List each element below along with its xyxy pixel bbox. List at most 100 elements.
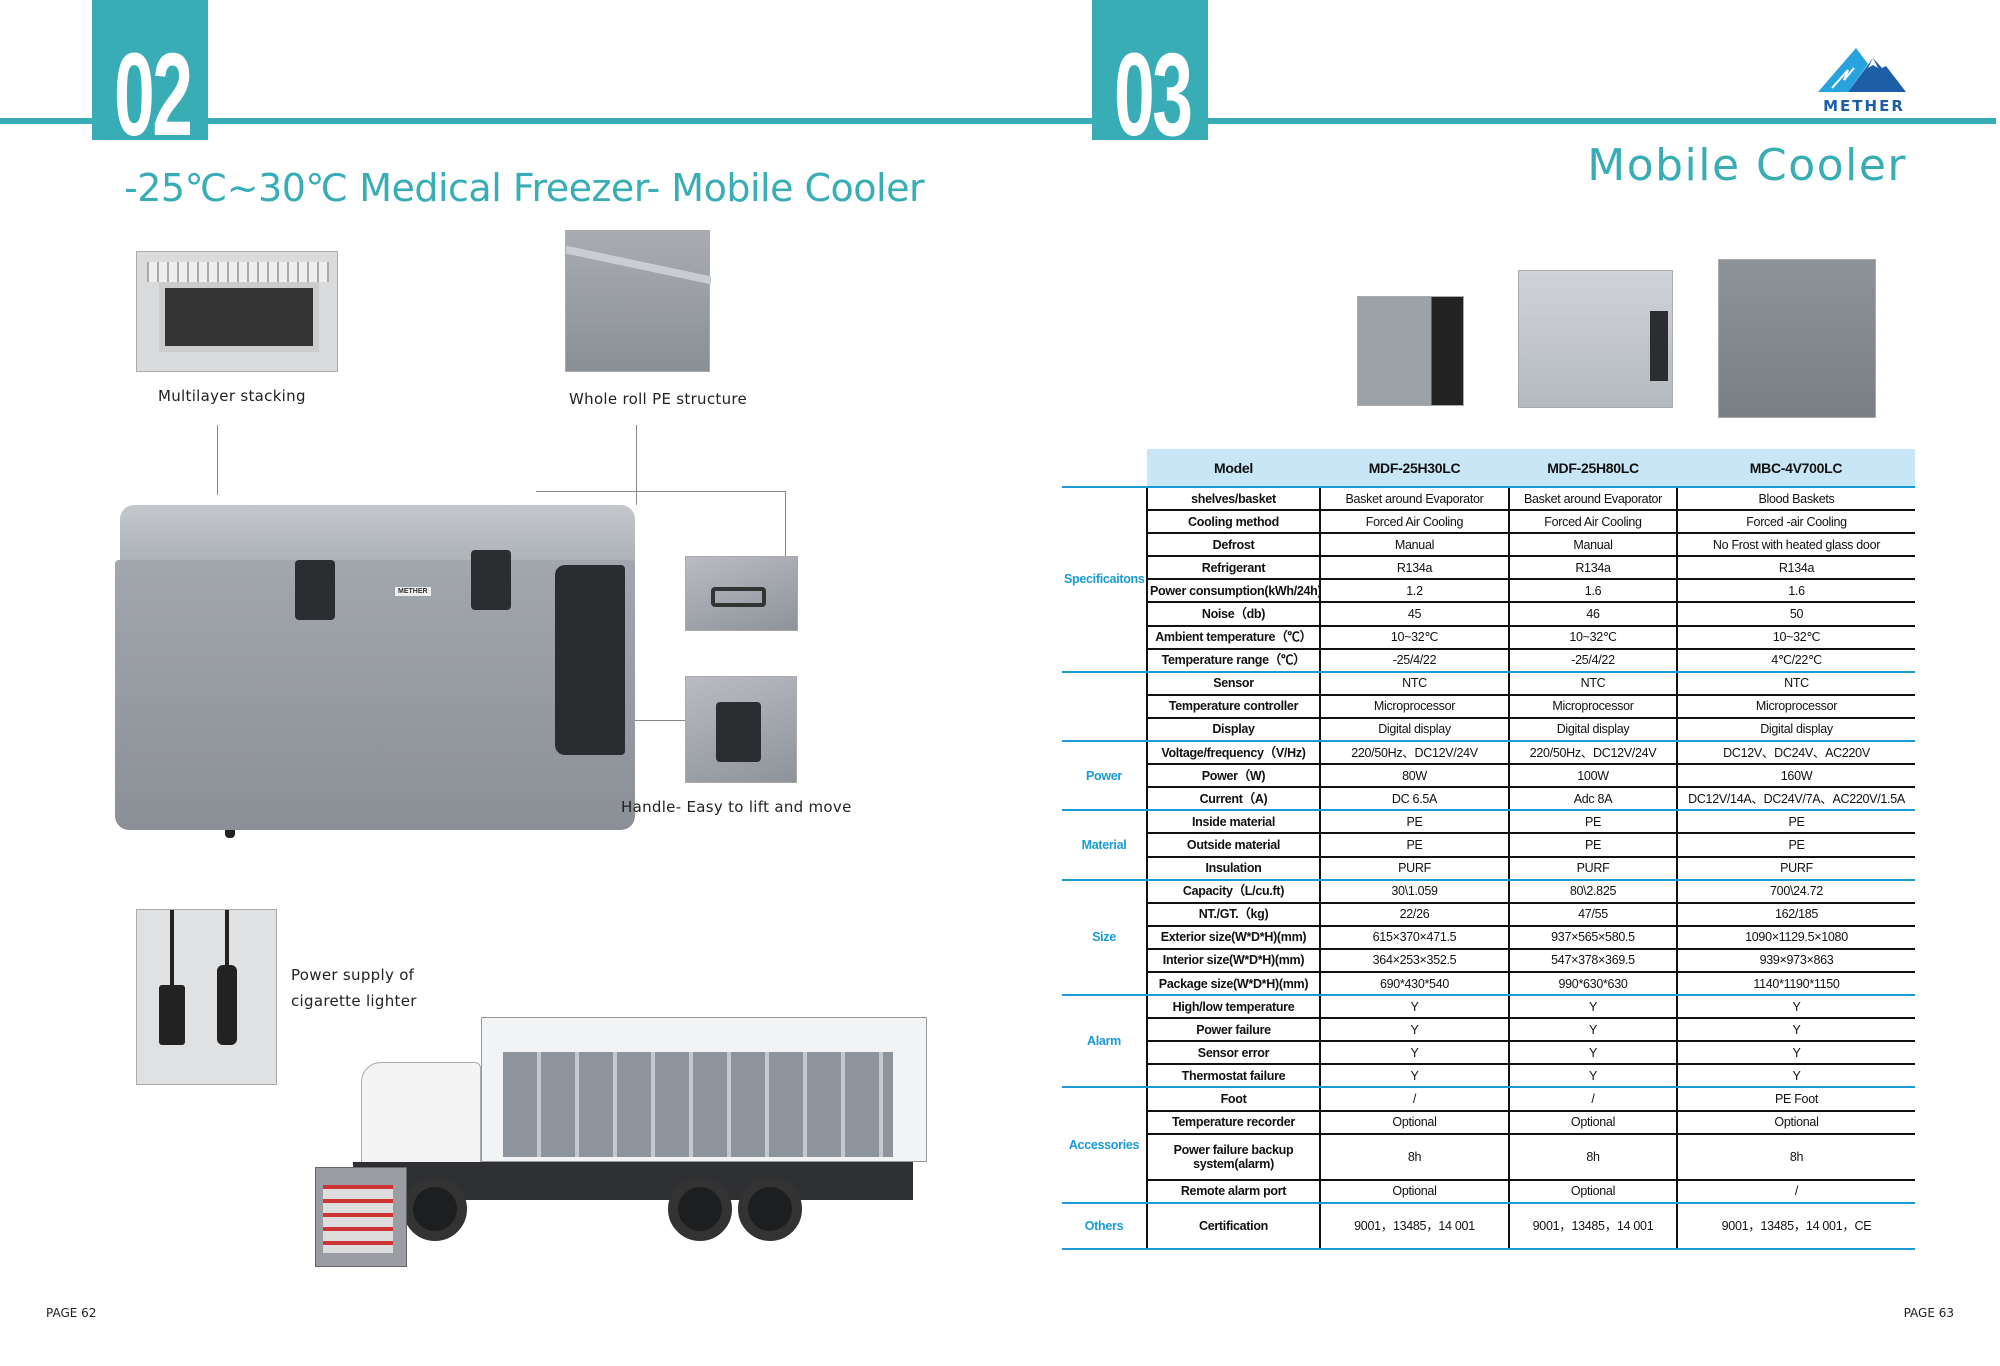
spec-label: NT./GT.（kg): [1146, 902, 1320, 927]
spec-value: 47/55: [1508, 902, 1677, 927]
header-rule-middle: [208, 118, 1092, 124]
spec-value: Y: [1508, 1018, 1677, 1043]
category-label: Specificaitons: [1062, 487, 1147, 673]
section-number: 02: [114, 29, 193, 140]
spec-label: Temperature controller: [1146, 694, 1320, 719]
spec-value: PE Foot: [1676, 1087, 1915, 1112]
model-column-header: MBC-4V700LC: [1677, 449, 1915, 488]
spec-value: 220/50Hz、DC12V/24V: [1319, 741, 1509, 766]
caption-pe-structure: Whole roll PE structure: [569, 390, 748, 408]
spec-value: NTC: [1508, 671, 1677, 696]
spec-value: 30\1.059: [1319, 879, 1509, 904]
spec-value: 364×253×352.5: [1319, 948, 1509, 973]
category-label: [1062, 671, 1147, 743]
spec-value: Y: [1508, 995, 1677, 1020]
spec-value: PE: [1676, 810, 1915, 835]
spec-label: Outside material: [1146, 833, 1320, 858]
spec-value: PE: [1319, 810, 1509, 835]
spec-label: Thermostat failure: [1146, 1064, 1320, 1089]
spec-value: 9001，13485，14 001: [1319, 1202, 1509, 1250]
mobile-cooler-image: METHER: [115, 465, 640, 840]
caption-handle: Handle- Easy to lift and move: [621, 798, 852, 816]
spec-value: Y: [1676, 1041, 1915, 1066]
spec-value: Optional: [1319, 1179, 1509, 1204]
page-number-right: PAGE 63: [1903, 1306, 1954, 1320]
spec-value: Adc 8A: [1508, 787, 1677, 812]
spec-label: Power failure: [1146, 1018, 1320, 1043]
basket-photo: [136, 251, 338, 372]
spec-value: 80\2.825: [1508, 879, 1677, 904]
spec-value: R134a: [1508, 556, 1677, 581]
spec-label: Power failure backup system(alarm): [1146, 1133, 1320, 1181]
spec-value: 4℃/22℃: [1676, 648, 1915, 673]
spec-label: Cooling method: [1146, 510, 1320, 535]
spec-value: -25/4/22: [1319, 648, 1509, 673]
spec-label: Temperature range（℃）: [1146, 648, 1320, 673]
spec-value: 162/185: [1676, 902, 1915, 927]
spec-label: Capacity（L/cu.ft): [1146, 879, 1320, 904]
spec-value: Optional: [1508, 1179, 1677, 1204]
spec-value: 990*630*630: [1508, 971, 1677, 997]
spec-value: 1.2: [1319, 579, 1509, 604]
spec-value: DC 6.5A: [1319, 787, 1509, 812]
spec-label: Certification: [1146, 1202, 1320, 1250]
spec-value: Y: [1319, 995, 1509, 1020]
product-photo-mdf-25h30lc: [1357, 296, 1464, 406]
spec-value: Microprocessor: [1676, 694, 1915, 719]
model-label-header: Model: [1147, 449, 1320, 488]
spec-value: 1090×1129.5×1080: [1676, 925, 1915, 950]
section-number-box-03: 03: [1092, 0, 1208, 140]
spec-value: PURF: [1676, 856, 1915, 881]
header-rule-right: [1208, 118, 1996, 124]
caption-power-line2: cigarette lighter: [291, 992, 417, 1010]
spec-value: PE: [1676, 833, 1915, 858]
spec-label: Remote alarm port: [1146, 1179, 1320, 1204]
spec-value: 45: [1319, 602, 1509, 627]
category-header-blank: [1062, 449, 1147, 488]
spec-label: Insulation: [1146, 856, 1320, 881]
spec-value: 10~32℃: [1508, 625, 1677, 650]
spec-label: Inside material: [1146, 810, 1320, 835]
header-rule-left: [0, 118, 92, 124]
spec-label: Package size(W*D*H)(mm): [1146, 971, 1320, 997]
spec-value: 8h: [1319, 1133, 1509, 1181]
spec-value: Y: [1508, 1064, 1677, 1089]
spec-value: 10~32℃: [1676, 625, 1915, 650]
callout-line: [636, 425, 637, 505]
spec-value: 220/50Hz、DC12V/24V: [1508, 741, 1677, 766]
spec-value: Microprocessor: [1508, 694, 1677, 719]
spec-value: Y: [1508, 1041, 1677, 1066]
spec-value: Blood Baskets: [1676, 487, 1915, 512]
spec-value: R134a: [1676, 556, 1915, 581]
spec-value: DC12V、DC24V、AC220V: [1676, 741, 1915, 766]
spec-value: PE: [1508, 810, 1677, 835]
callout-line: [536, 491, 786, 492]
spec-value: 50: [1676, 602, 1915, 627]
spec-value: 700\24.72: [1676, 879, 1915, 904]
spec-value: Forced Air Cooling: [1319, 510, 1509, 535]
spec-value: Y: [1319, 1018, 1509, 1043]
spec-value: 22/26: [1319, 902, 1509, 927]
spec-label: Foot: [1146, 1087, 1320, 1112]
spec-value: 100W: [1508, 764, 1677, 789]
spec-value: 46: [1508, 602, 1677, 627]
spec-label: Temperature recorder: [1146, 1110, 1320, 1135]
spec-value: Digital display: [1676, 717, 1915, 743]
spec-value: PURF: [1508, 856, 1677, 881]
